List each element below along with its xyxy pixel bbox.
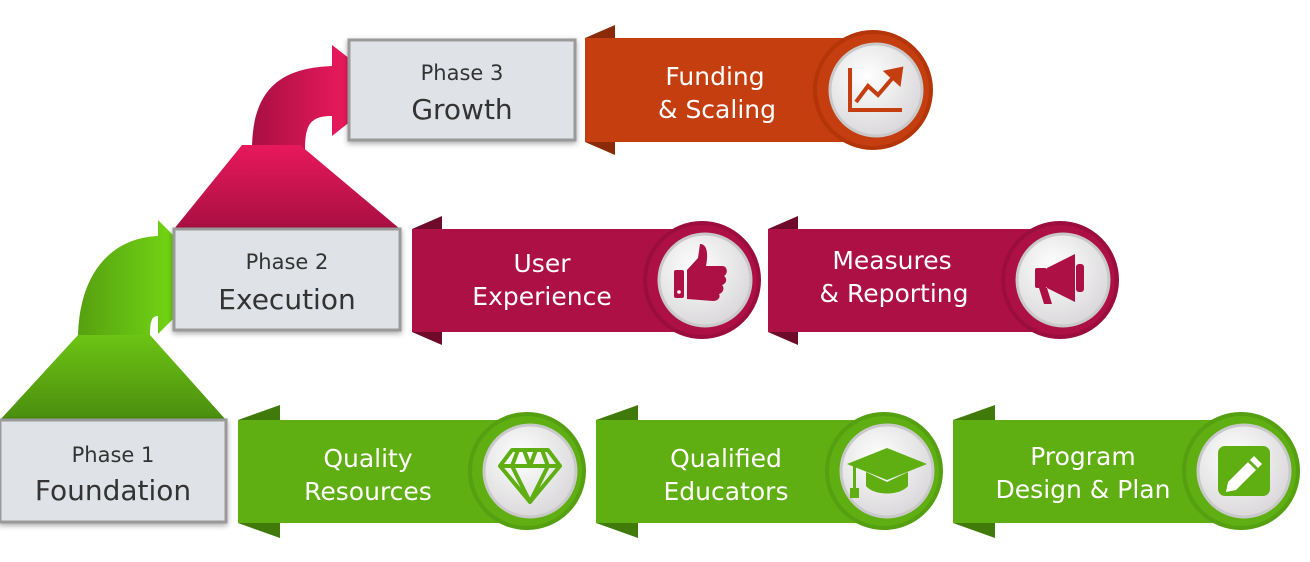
phase-2-name: Execution: [218, 283, 355, 316]
phase-3-label: Phase 3: [421, 61, 504, 85]
banner-qualified-educators: Qualified Educators: [596, 405, 943, 538]
banner-program-line2: Design & Plan: [996, 475, 1171, 504]
banner-quality-line1: Quality: [323, 444, 413, 473]
diamond-icon: [498, 448, 562, 504]
phase-3-box: Phase 3 Growth: [347, 38, 577, 142]
growth-chart-icon: [848, 66, 904, 112]
megaphone-icon: [1035, 254, 1084, 304]
graduation-cap-icon: [847, 448, 927, 498]
phase-1-label: Phase 1: [72, 443, 155, 467]
phase-1-box: Phase 1 Foundation: [0, 418, 228, 524]
banner-quality-line2: Resources: [304, 477, 432, 506]
banner-funding: Funding & Scaling: [585, 25, 933, 155]
banner-program-line1: Program: [1030, 442, 1135, 471]
banner-user-line2: Experience: [472, 282, 611, 311]
banner-user-experience: User Experience: [412, 216, 761, 345]
phase-2-box: Phase 2 Execution: [172, 227, 402, 332]
banner-funding-line2: & Scaling: [658, 95, 776, 124]
phase-3-name: Growth: [411, 93, 512, 126]
phase-2-label: Phase 2: [246, 250, 329, 274]
banner-measures-line2: & Reporting: [820, 279, 969, 308]
phase-1-name: Foundation: [35, 474, 191, 507]
banner-funding-line1: Funding: [665, 62, 764, 91]
pencil-icon: [1218, 446, 1270, 496]
banner-educators-line2: Educators: [664, 477, 789, 506]
banner-program-design: Program Design & Plan: [953, 405, 1300, 538]
banner-user-line1: User: [514, 249, 572, 278]
banner-educators-line1: Qualified: [670, 444, 782, 473]
banner-quality-resources: Quality Resources: [238, 405, 586, 538]
banner-measures-reporting: Measures & Reporting: [768, 216, 1119, 345]
thumbs-up-icon: [674, 244, 727, 301]
banner-measures-line1: Measures: [832, 246, 951, 275]
